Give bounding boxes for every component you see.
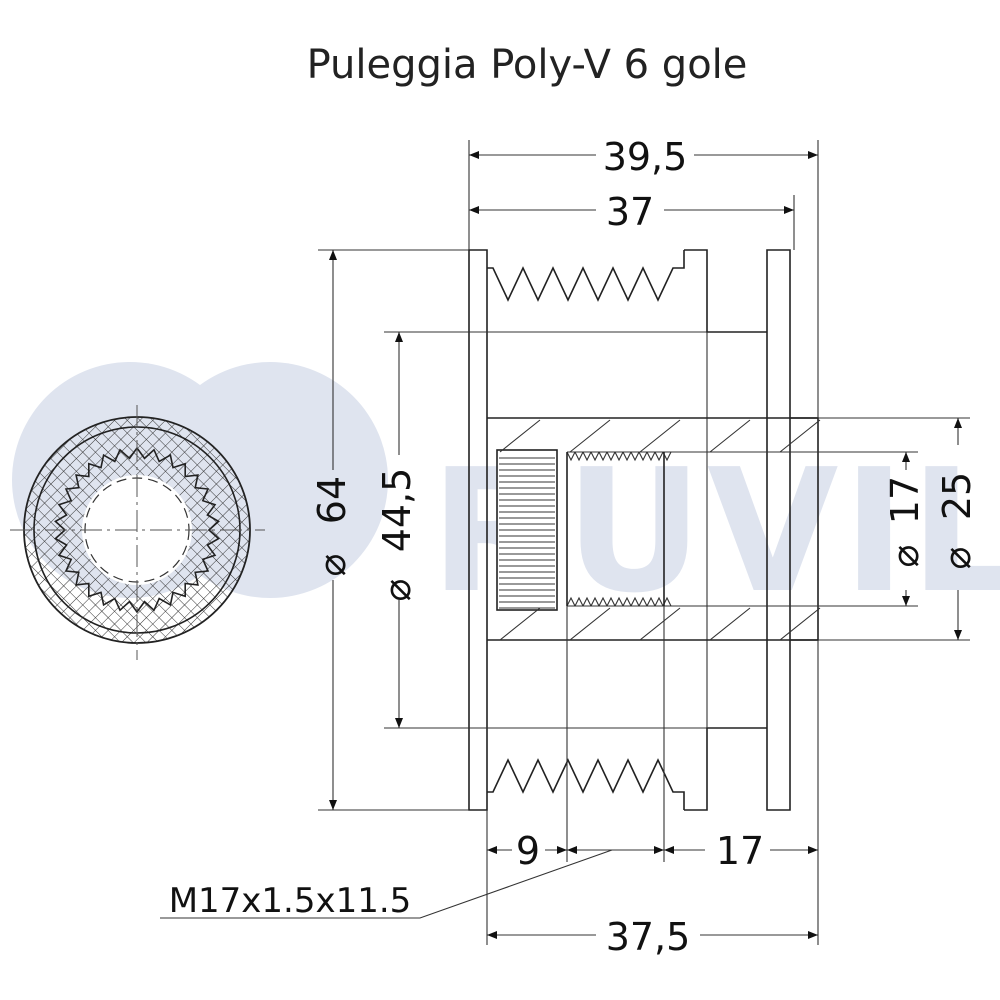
- diameter-symbol: ⌀: [883, 545, 927, 568]
- pulley-end-view: [10, 405, 265, 660]
- dimension-lines: [160, 140, 970, 945]
- dim-overall-width: 39,5: [603, 135, 688, 179]
- dim-outer-diameter: ⌀ 64: [310, 476, 354, 577]
- diameter-symbol: ⌀: [935, 547, 979, 570]
- diameter-symbol: ⌀: [375, 579, 419, 602]
- dim-pulley-width: 37: [606, 190, 654, 234]
- dim-thread-diameter: ⌀ 17: [883, 476, 927, 568]
- diameter-symbol: ⌀: [310, 554, 354, 577]
- outer-diameter-value: 64: [310, 476, 354, 524]
- dim-spline-length: 9: [516, 829, 540, 873]
- pulley-side-view: [468, 249, 821, 811]
- dim-rear-length: 17: [716, 829, 764, 873]
- bore-diameter-value: 25: [935, 472, 979, 520]
- thread-diameter-value: 17: [883, 476, 927, 524]
- dim-base-length: 37,5: [606, 915, 691, 959]
- groove-diameter-value: 44,5: [375, 468, 419, 553]
- thread-spec-label: M17x1.5x11.5: [169, 881, 412, 921]
- dim-groove-diameter: ⌀ 44,5: [375, 468, 419, 602]
- drawing-title: Puleggia Poly-V 6 gole: [307, 42, 748, 88]
- dim-bore-diameter: ⌀ 25: [935, 472, 979, 570]
